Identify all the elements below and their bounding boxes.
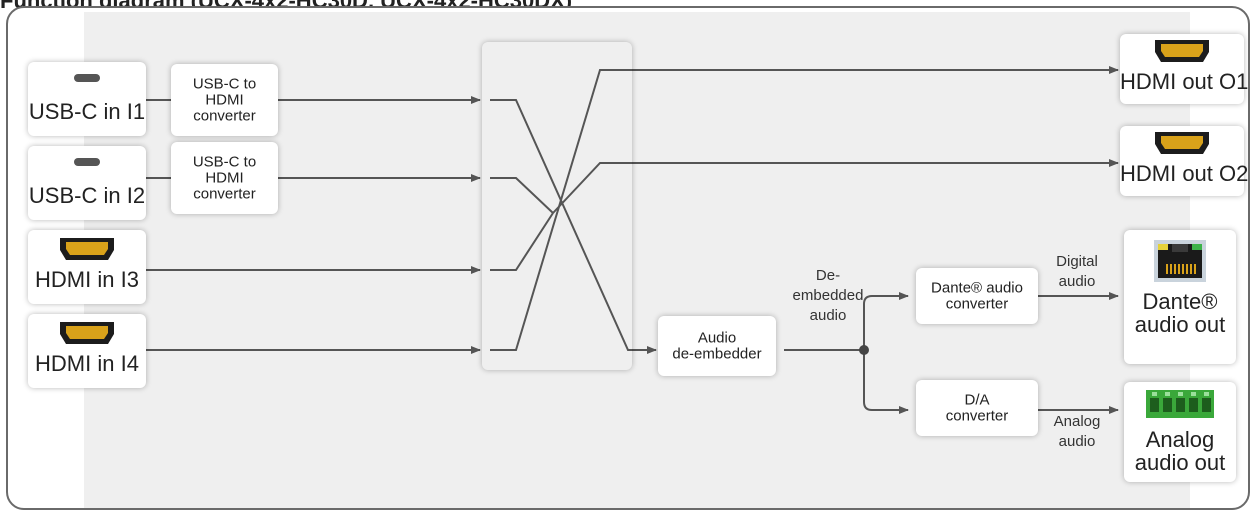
output-card-o2: HDMI out O2: [1120, 126, 1249, 196]
digital-audio-line-1: Digital: [1056, 253, 1098, 270]
hdmi-port-icon: [60, 238, 114, 260]
usb-c-port-icon: [74, 158, 100, 166]
dante-out-line-1: Dante®: [1142, 289, 1218, 314]
analog-audio-out-card: Analog audio out: [1124, 382, 1236, 482]
da-converter: D/A converter: [916, 380, 1038, 436]
cross-line-2: [490, 177, 554, 214]
converter-2-line-3: converter: [193, 184, 256, 202]
analog-audio-out-label: Analog audio out: [1124, 428, 1236, 474]
input-card-i1: USB-C in I1: [28, 62, 146, 136]
converter-1-line-1: USB-C to: [192, 75, 257, 93]
digital-audio-label: Digital audio: [1042, 252, 1112, 292]
cross-line-4: [490, 69, 628, 351]
dante-converter-line-2: converter: [945, 295, 1009, 312]
analog-audio-label: Analog audio: [1042, 412, 1112, 452]
usbc-converter-2: USB-C to HDMI converter: [171, 142, 278, 214]
da-converter-line-2: converter: [945, 407, 1009, 424]
input-card-i3: HDMI in I3: [28, 230, 146, 304]
deembedded-line-2: embedded: [792, 287, 864, 304]
wire-to-da: [863, 350, 909, 414]
converter-1-line-2: HDMI: [205, 91, 244, 109]
cross-line-3: [490, 212, 554, 271]
hdmi-port-icon: [60, 322, 114, 344]
dante-audio-out-card: Dante® audio out: [1124, 230, 1236, 364]
deembedder-line-2: de-embedder: [672, 345, 762, 362]
output-label-o1: HDMI out O1: [1120, 69, 1249, 94]
hdmi-port-icon: [1155, 40, 1209, 62]
wire-to-dante: [863, 292, 909, 350]
converter-2-text: USB-C to HDMI converter: [171, 154, 278, 201]
usb-c-port-icon: [74, 74, 100, 82]
deembedded-line-1: De-: [815, 267, 841, 284]
usbc-converter-1: USB-C to HDMI converter: [171, 64, 278, 136]
output-label-o2: HDMI out O2: [1120, 161, 1249, 186]
digital-audio-line-2: audio: [1058, 273, 1096, 290]
deembedder-text: Audio de-embedder: [658, 330, 776, 362]
dante-out-line-2: audio out: [1134, 312, 1226, 338]
da-converter-text: D/A converter: [916, 392, 1038, 424]
input-label-i1: USB-C in I1: [28, 99, 146, 124]
converter-2-line-2: HDMI: [205, 169, 244, 187]
terminal-block-icon: [1146, 390, 1214, 418]
deembedded-audio-label: De- embedded audio: [778, 266, 878, 326]
output-card-o1: HDMI out O1: [1120, 34, 1249, 104]
dante-audio-out-label: Dante® audio out: [1124, 290, 1236, 336]
signal-wires: [146, 66, 1119, 414]
split-node: [859, 345, 869, 355]
analog-out-line-2: audio out: [1134, 450, 1226, 476]
analog-out-line-1: Analog: [1145, 427, 1215, 452]
crosspoint-matrix: [482, 42, 632, 370]
converter-2-line-1: USB-C to: [192, 153, 257, 171]
analog-audio-line-1: Analog: [1053, 413, 1101, 430]
input-label-i3: HDMI in I3: [35, 267, 139, 292]
da-converter-line-1: D/A: [964, 391, 990, 409]
rj45-port-icon: [1154, 240, 1206, 282]
audio-deembedder: Audio de-embedder: [658, 316, 776, 376]
cross-line-5: [552, 162, 628, 214]
analog-audio-line-2: audio: [1058, 433, 1096, 450]
dante-converter-text: Dante® audio converter: [916, 280, 1038, 312]
dante-audio-converter: Dante® audio converter: [916, 268, 1038, 324]
input-card-i4: HDMI in I4: [28, 314, 146, 388]
converter-1-line-3: converter: [193, 106, 256, 124]
input-label-i2: USB-C in I2: [28, 183, 146, 208]
diagram-frame: USB-C in I1 USB-C in I2 HDMI in I3 HDMI …: [6, 6, 1250, 510]
input-card-i2: USB-C in I2: [28, 146, 146, 220]
deembedder-line-1: Audio: [697, 329, 737, 347]
converter-1-text: USB-C to HDMI converter: [171, 76, 278, 123]
input-label-i4: HDMI in I4: [35, 351, 139, 376]
deembedded-line-3: audio: [809, 307, 847, 324]
hdmi-port-icon: [1155, 132, 1209, 154]
dante-converter-line-1: Dante® audio: [931, 279, 1023, 297]
